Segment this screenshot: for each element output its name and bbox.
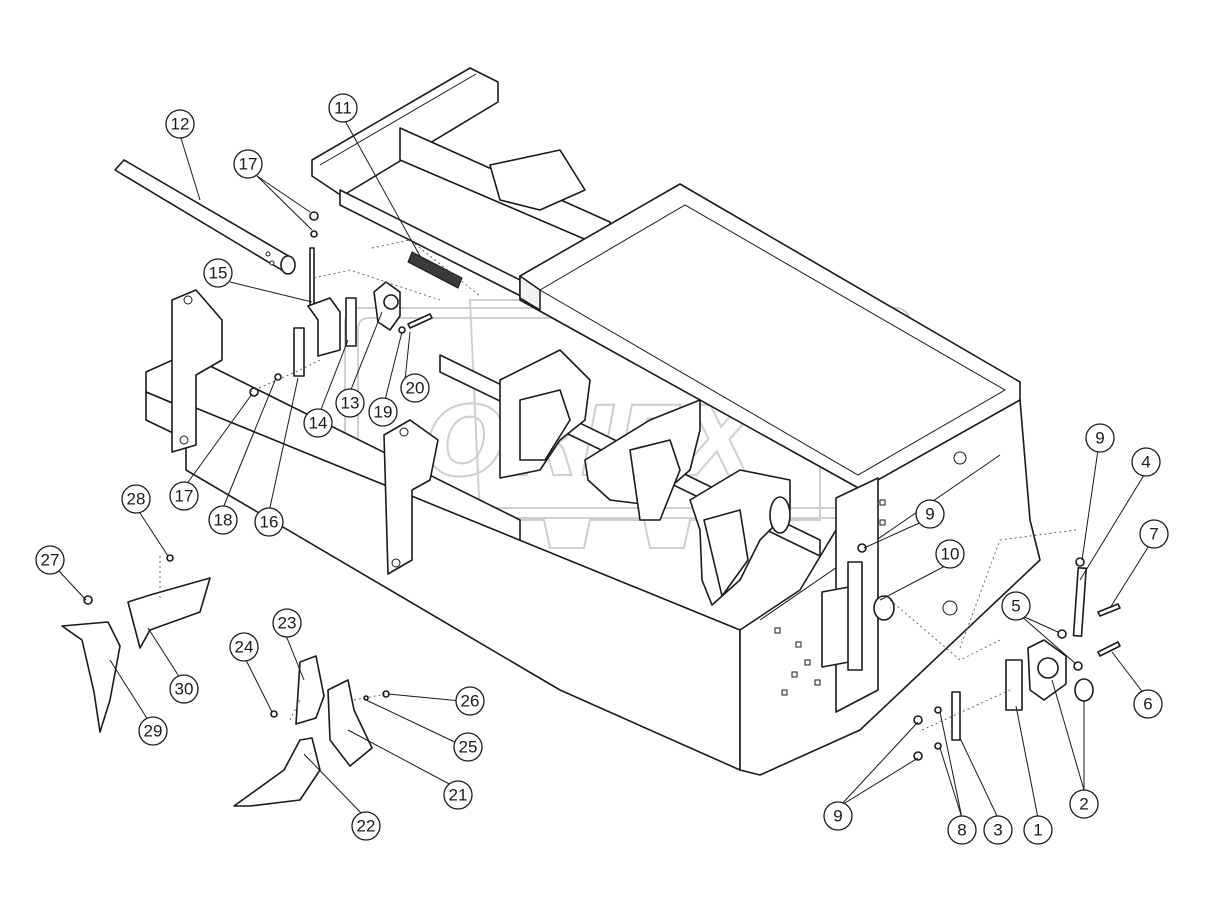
callout-11: 11 — [328, 93, 358, 123]
callout-17-bottom: 17 — [169, 481, 199, 511]
callout-10: 10 — [935, 539, 965, 569]
svg-text:20: 20 — [406, 379, 425, 398]
svg-text:17: 17 — [239, 155, 258, 174]
callout-30: 30 — [169, 674, 199, 704]
callout-2: 2 — [1069, 789, 1099, 819]
part-3-strap — [951, 691, 961, 741]
part-8-washer-a — [934, 706, 942, 714]
callout-13: 13 — [335, 388, 365, 418]
part-21-bracket — [327, 679, 373, 767]
svg-text:13: 13 — [341, 394, 360, 413]
callout-14: 14 — [303, 408, 333, 438]
callout-24: 24 — [229, 632, 259, 662]
svg-text:16: 16 — [260, 513, 279, 532]
part-11-shaft — [407, 251, 463, 289]
part-14-strap — [345, 297, 357, 347]
part-2-bearing — [1027, 639, 1094, 702]
part-13-bearing — [373, 281, 401, 331]
part-20-bolt — [407, 313, 433, 329]
svg-text:1: 1 — [1033, 821, 1042, 840]
callout-20: 20 — [400, 373, 430, 403]
callout-21: 21 — [443, 780, 473, 810]
callout-5: 5 — [1001, 591, 1031, 621]
callout-1: 1 — [1023, 815, 1053, 845]
part-15-plate — [307, 211, 341, 357]
callout-16: 16 — [254, 507, 284, 537]
callout-3: 3 — [983, 815, 1013, 845]
callout-22: 22 — [351, 811, 381, 841]
part-9-nut-b — [913, 751, 923, 761]
svg-text:23: 23 — [278, 614, 297, 633]
part-9-nut-left — [857, 543, 867, 553]
part-1-plate — [1005, 659, 1023, 711]
callout-19: 19 — [368, 397, 398, 427]
svg-text:8: 8 — [957, 821, 966, 840]
part-30-bracket — [127, 554, 211, 649]
svg-text:28: 28 — [127, 490, 146, 509]
svg-text:29: 29 — [144, 722, 163, 741]
svg-text:24: 24 — [235, 638, 254, 657]
part-24-bolt — [270, 710, 278, 718]
svg-text:2: 2 — [1079, 795, 1088, 814]
callout-15: 15 — [203, 258, 233, 288]
part-6-bolt — [1097, 641, 1121, 657]
svg-text:7: 7 — [1149, 525, 1158, 544]
callout-8: 8 — [947, 815, 977, 845]
callout-29: 29 — [138, 716, 168, 746]
svg-text:9: 9 — [1095, 429, 1104, 448]
part-22-blade — [233, 737, 321, 807]
callout-6: 6 — [1133, 689, 1163, 719]
svg-text:30: 30 — [175, 680, 194, 699]
part-8-washer-b — [934, 742, 942, 750]
svg-text:3: 3 — [993, 821, 1002, 840]
part-12-pipe — [114, 159, 296, 275]
callouts: 1 2 3 4 5 6 7 8 9 9 9 10 11 12 13 14 15 … — [35, 93, 1169, 845]
callout-12: 12 — [165, 109, 195, 139]
svg-text:19: 19 — [374, 403, 393, 422]
svg-text:12: 12 — [171, 115, 190, 134]
svg-text:10: 10 — [941, 545, 960, 564]
part-4-strap — [1072, 566, 1088, 637]
part-23-plate — [295, 655, 325, 725]
part-9-nut-a — [913, 715, 923, 725]
svg-text:26: 26 — [461, 692, 480, 711]
part-16-strap — [293, 327, 305, 377]
svg-text:6: 6 — [1143, 695, 1152, 714]
svg-text:14: 14 — [309, 414, 328, 433]
callout-7: 7 — [1139, 519, 1169, 549]
svg-text:9: 9 — [925, 505, 934, 524]
svg-text:15: 15 — [209, 264, 228, 283]
callout-9-mid: 9 — [915, 499, 945, 529]
svg-text:4: 4 — [1141, 453, 1150, 472]
part-9-nut-top — [1075, 557, 1085, 567]
callout-9-bottom: 9 — [823, 801, 853, 831]
svg-text:11: 11 — [334, 99, 352, 118]
svg-text:27: 27 — [41, 551, 60, 570]
svg-text:25: 25 — [459, 738, 478, 757]
svg-text:21: 21 — [449, 786, 468, 805]
svg-text:18: 18 — [214, 511, 233, 530]
callout-28: 28 — [121, 484, 151, 514]
callout-23: 23 — [272, 608, 302, 638]
svg-text:5: 5 — [1011, 597, 1020, 616]
svg-text:22: 22 — [357, 817, 376, 836]
part-7-bolt — [1097, 603, 1121, 617]
svg-text:17: 17 — [175, 487, 194, 506]
rotor-shaft — [439, 349, 821, 606]
callout-26: 26 — [455, 686, 485, 716]
callout-18: 18 — [208, 505, 238, 535]
main-frame — [145, 67, 1041, 776]
leader-lines — [57, 116, 1151, 819]
callout-25: 25 — [453, 732, 483, 762]
callout-9-top: 9 — [1085, 423, 1115, 453]
svg-text:9: 9 — [833, 807, 842, 826]
callout-17-top: 17 — [233, 149, 263, 179]
part-5-washer-a — [1057, 629, 1067, 639]
callout-4: 4 — [1131, 447, 1161, 477]
callout-27: 27 — [35, 545, 65, 575]
part-29-blade — [61, 595, 121, 733]
assembly-lines — [159, 239, 1077, 731]
